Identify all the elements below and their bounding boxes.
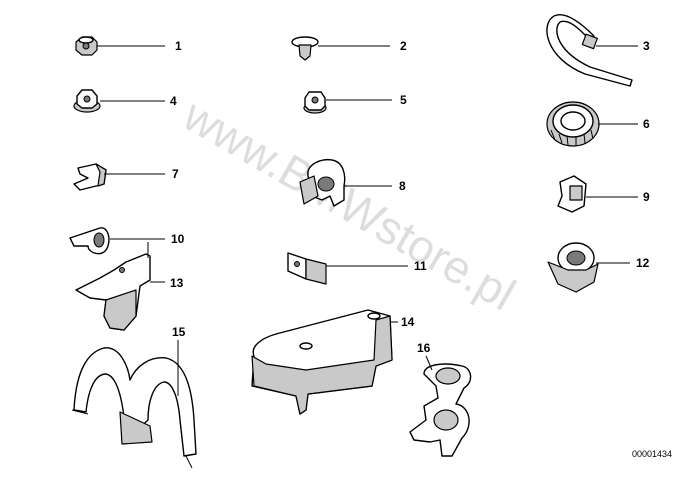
callout-4: 4 (170, 94, 177, 108)
part-13-bracket (75, 242, 151, 331)
callout-9: 9 (643, 190, 650, 204)
part-12-cable-clip (547, 242, 599, 293)
callout-8: 8 (399, 179, 406, 193)
part-3-cable-tie (546, 14, 633, 87)
part-6-grommet (546, 101, 600, 147)
callout-5: 5 (400, 93, 407, 107)
part-7-clip (73, 163, 107, 191)
reference-code: 00001434 (632, 449, 672, 459)
callout-2: 2 (400, 39, 407, 53)
callout-6: 6 (643, 117, 650, 131)
callout-3: 3 (643, 39, 650, 53)
part-15-double-clamp (71, 347, 197, 469)
part-14-cover (251, 309, 393, 415)
part-8-bracket-clip (299, 158, 346, 207)
part-9-small-clip (557, 175, 587, 213)
callout-10: 10 (171, 232, 185, 246)
part-1-hex-nut (75, 36, 98, 56)
part-10-hose-clip (69, 227, 110, 255)
part-2-push-clip (291, 36, 319, 61)
part-11-angle-bracket (287, 252, 327, 285)
callout-1: 1 (175, 39, 182, 53)
callout-7: 7 (172, 167, 179, 181)
leader-line-16 (425, 355, 433, 371)
part-4-flange-nut (73, 89, 101, 113)
part-16-double-hose-clip (409, 363, 472, 457)
callout-12: 12 (636, 256, 650, 270)
callout-15: 15 (172, 325, 186, 339)
part-5-nut (303, 91, 327, 114)
callout-11: 11 (414, 259, 427, 273)
callout-13: 13 (170, 276, 184, 290)
callout-14: 14 (401, 315, 415, 329)
callout-16: 16 (417, 341, 431, 355)
watermark: www.BMWstore.pl (174, 88, 524, 320)
